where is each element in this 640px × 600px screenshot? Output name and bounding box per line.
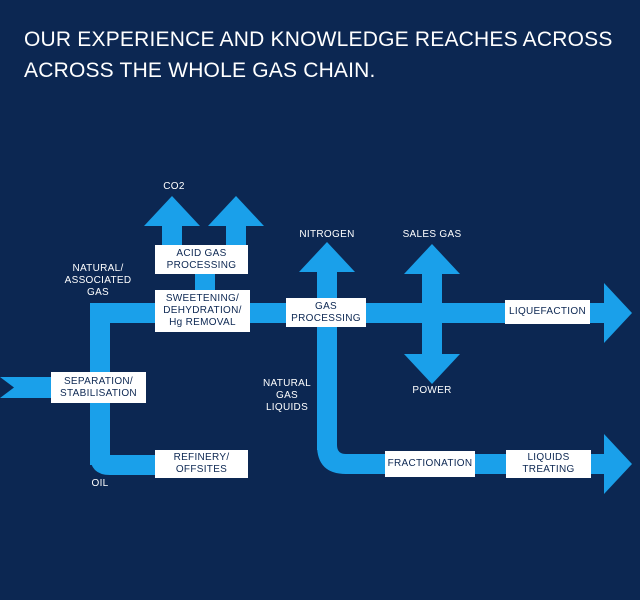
ngl-line-corner: [317, 445, 346, 474]
liquefaction-box: LIQUEFACTION: [505, 300, 590, 324]
liquids-treating-arrow-head: [604, 434, 632, 494]
headline: OUR EXPERIENCE AND KNOWLEDGE REACHES ACR…: [24, 24, 624, 86]
sales-power-stem: [422, 272, 442, 356]
gas-processing-box: GAS PROCESSING: [286, 298, 366, 327]
co2-right-arrow-head: [208, 196, 264, 226]
nitrogen-label: NITROGEN: [299, 229, 355, 240]
co2-left-stem: [162, 225, 182, 247]
liquefaction-arrow-head: [604, 283, 632, 343]
inlet-flow-arrow: [0, 377, 58, 398]
headline-line-1: OUR EXPERIENCE AND KNOWLEDGE REACHES ACR…: [24, 28, 613, 51]
natural-gas-liquids-label: NATURAL GAS LIQUIDS: [262, 378, 312, 413]
power-arrow-head: [404, 354, 460, 384]
fractionation-box: FRACTIONATION: [385, 451, 475, 477]
sales-gas-label: SALES GAS: [402, 229, 462, 240]
nitrogen-arrow-head: [299, 242, 355, 272]
liquids-treating-box: LIQUIDS TREATING: [506, 450, 591, 478]
separation-stabilisation-box: SEPARATION/ STABILISATION: [51, 372, 146, 403]
ngl-vertical-line: [317, 268, 337, 450]
co2-label: CO2: [163, 181, 185, 192]
acid-gas-processing-box: ACID GAS PROCESSING: [155, 245, 248, 274]
oil-label: OIL: [91, 478, 109, 489]
natural-associated-gas-label: NATURAL/ ASSOCIATED GAS: [64, 263, 132, 298]
co2-right-stem: [226, 225, 246, 247]
sales-gas-arrow-head: [404, 244, 460, 274]
power-label: POWER: [412, 385, 452, 396]
co2-left-arrow-head: [144, 196, 200, 226]
refinery-offsites-box: REFINERY/ OFFSITES: [155, 450, 248, 478]
headline-line-2: ACROSS THE WHOLE GAS CHAIN.: [24, 59, 376, 82]
gas-line-corner: [90, 303, 110, 323]
acid-gas-connector: [195, 272, 215, 294]
sweetening-dehydration-box: SWEETENING/ DEHYDRATION/ Hg REMOVAL: [155, 290, 250, 332]
